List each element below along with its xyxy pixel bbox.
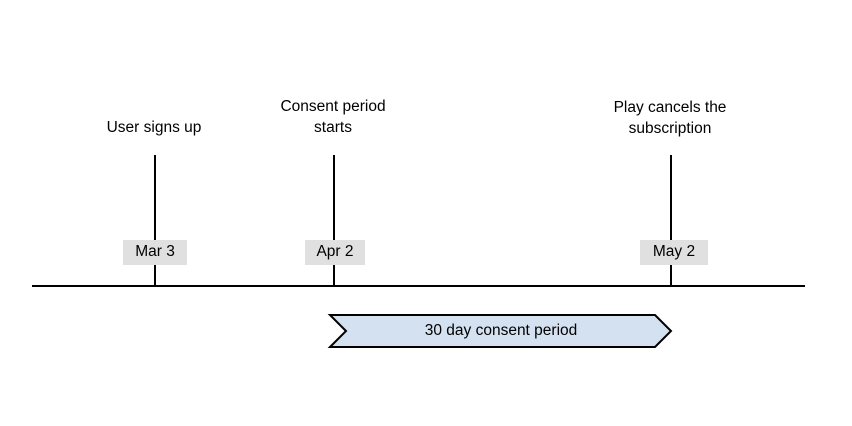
banner-label: 30 day consent period	[424, 322, 578, 339]
event-label-consent-period-starts: Consent period starts	[280, 98, 386, 136]
event-tick-play-cancels-subscription	[670, 155, 672, 286]
event-date-consent-period-starts: Apr 2	[305, 240, 365, 265]
consent-period-banner: 30 day consent period	[327, 314, 673, 348]
event-label-user-signs-up: User signs up	[106, 119, 202, 136]
event-date-play-cancels-subscription: May 2	[640, 240, 708, 265]
event-label-play-cancels-subscription: Play cancels the subscription	[613, 99, 727, 137]
event-date-user-signs-up: Mar 3	[123, 240, 187, 265]
event-tick-user-signs-up	[154, 155, 156, 286]
timeline-axis	[32, 285, 805, 287]
banner-chevron-shape	[327, 314, 673, 348]
event-tick-consent-period-starts	[333, 155, 335, 286]
banner-polygon	[327, 314, 673, 348]
